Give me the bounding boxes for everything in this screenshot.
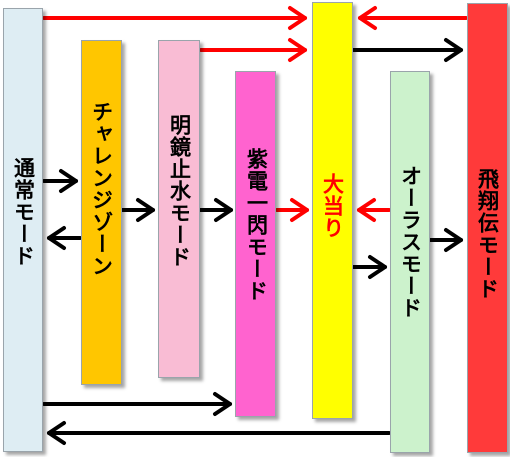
mode-label-aura: オーラスモード	[398, 165, 423, 319]
arrow-aura-to-hisho	[428, 228, 463, 252]
arrow-tsujo-to-challenge	[42, 169, 78, 193]
mode-box-aura	[390, 71, 430, 453]
mode-box-shiden	[235, 71, 276, 417]
arrow-shiden-to-oatari	[275, 198, 309, 222]
arrow-challenge-to-tsujo	[47, 226, 82, 250]
mode-box-meikyo	[158, 40, 200, 378]
arrow-aura-to-tsujo	[47, 421, 391, 445]
mode-box-oatari	[312, 2, 353, 419]
arrow-tsujo-to-oatari	[42, 6, 307, 30]
mode-label-challenge: チャレンジゾーン	[89, 101, 114, 277]
mode-box-hisho	[467, 3, 508, 453]
arrow-meikyo-to-oatari	[199, 38, 307, 62]
mode-label-shiden: 紫電一閃モード	[244, 148, 269, 302]
mode-label-oatari: 大当り	[320, 173, 345, 239]
mode-box-challenge	[81, 40, 122, 385]
arrow-hisho-to-oatari	[358, 6, 468, 30]
arrow-aura-to-oatari	[357, 198, 391, 222]
arrow-challenge-to-meikyo	[120, 198, 155, 222]
mode-label-meikyo: 明鏡止水モード	[167, 114, 192, 268]
mode-box-tsujo	[3, 8, 43, 452]
arrow-oatari-to-hisho	[351, 38, 463, 62]
mode-label-hisho: 飛翔伝モード	[475, 168, 500, 300]
arrow-tsujo-to-shiden	[42, 392, 232, 416]
arrow-meikyo-to-shiden	[198, 198, 233, 222]
mode-label-tsujo: 通常モード	[11, 157, 36, 267]
arrow-oatari-to-aura	[351, 255, 387, 279]
